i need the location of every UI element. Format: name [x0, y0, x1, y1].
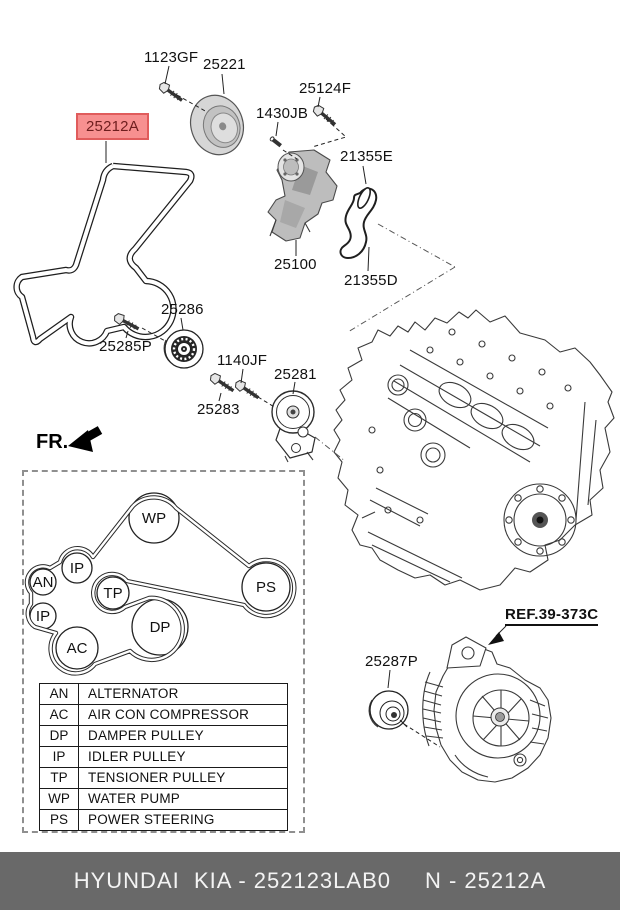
label-leader-lines	[105, 65, 441, 748]
water-pump-drawing[interactable]	[267, 149, 338, 242]
bolt-25124F-icon[interactable]	[309, 101, 341, 131]
legend-name: DAMPER PULLEY	[78, 725, 288, 747]
part-label-25286[interactable]: 25286	[161, 301, 204, 318]
tensioner-drawing[interactable]	[271, 390, 316, 463]
seal-ring-drawing	[357, 187, 371, 209]
legend-code: WP	[39, 788, 79, 810]
routing-code-an: AN	[33, 574, 54, 591]
routing-pulley-ps	[241, 562, 291, 612]
ref-label[interactable]: REF.39-373C	[505, 607, 599, 626]
legend-code: IP	[39, 746, 79, 768]
routing-diagram-box	[22, 470, 305, 833]
legend-name: TENSIONER PULLEY	[78, 767, 288, 789]
routing-code-tp: TP	[103, 585, 122, 602]
part-label-25212A-highlighted[interactable]: 25212A	[76, 113, 149, 140]
ref-arrow-icon	[488, 625, 507, 645]
front-direction-arrow-icon	[68, 426, 103, 452]
idler-pulley-drawing[interactable]	[163, 329, 204, 369]
legend-code: PS	[39, 809, 79, 831]
routing-code-ip1: IP	[70, 560, 84, 577]
table-row: DP DAMPER PULLEY	[39, 725, 288, 747]
legend-code: AC	[39, 704, 79, 726]
table-row: TP TENSIONER PULLEY	[39, 767, 288, 789]
routing-code-wp: WP	[142, 510, 166, 527]
footer-part-number: N - 25212A	[424, 868, 547, 893]
footer-bar: HYUNDAI KIA - 252123LAB0 N - 25212A	[0, 852, 620, 910]
routing-code-dp: DP	[150, 619, 171, 636]
legend-code: TP	[39, 767, 79, 789]
routing-pulley-wp	[128, 492, 180, 544]
legend-name: AIR CON COMPRESSOR	[78, 704, 288, 726]
belt-drawing[interactable]	[13, 162, 195, 347]
part-label-25283[interactable]: 25283	[197, 401, 240, 418]
legend-code: DP	[39, 725, 79, 747]
part-label-25285P[interactable]: 25285P	[99, 338, 152, 355]
legend-name: POWER STEERING	[78, 809, 288, 831]
routing-pulley-ip1	[61, 552, 93, 584]
table-row: AC AIR CON COMPRESSOR	[39, 704, 288, 726]
part-label-25281[interactable]: 25281	[274, 366, 317, 383]
part-label-25100[interactable]: 25100	[274, 256, 317, 273]
assembly-leader-lines	[314, 223, 456, 462]
alternator-drawing[interactable]	[422, 636, 552, 783]
part-label-25287P[interactable]: 25287P	[365, 653, 418, 670]
part-label-1123GF[interactable]: 1123GF	[144, 49, 199, 66]
part-label-1140JF[interactable]: 1140JF	[217, 352, 268, 369]
gasket-drawing[interactable]	[339, 186, 378, 260]
routing-code-ps: PS	[256, 579, 276, 596]
part-label-21355E[interactable]: 21355E	[340, 148, 393, 165]
legend-name: WATER PUMP	[78, 788, 288, 810]
belt-routing-diagram: WP IP AN TP IP AC DP PS	[24, 492, 297, 676]
table-row: IP IDLER PULLEY	[39, 746, 288, 768]
routing-pulley-tp	[96, 576, 130, 610]
engine-block-drawing	[333, 309, 615, 591]
routing-pulley-an	[29, 568, 57, 596]
pin-1430JB-icon[interactable]	[269, 136, 282, 148]
part-label-25221[interactable]: 25221	[203, 56, 246, 73]
bolt-1123GF-icon[interactable]	[155, 78, 187, 107]
pulley-legend-table: AN ALTERNATOR AC AIR CON COMPRESSOR DP D…	[39, 683, 288, 831]
legend-name: IDLER PULLEY	[78, 746, 288, 768]
part-label-21355D[interactable]: 21355D	[344, 272, 398, 289]
routing-code-ip2: IP	[36, 608, 50, 625]
alternator-pulley-drawing[interactable]	[368, 690, 409, 730]
table-row: PS POWER STEERING	[39, 809, 288, 831]
table-row: WP WATER PUMP	[39, 788, 288, 810]
water-pump-pulley-drawing[interactable]	[183, 88, 251, 161]
bolt-1140JF-icon[interactable]	[231, 376, 263, 404]
legend-code: AN	[39, 683, 79, 705]
part-label-1430JB[interactable]: 1430JB	[256, 105, 309, 122]
part-label-25124F[interactable]: 25124F	[299, 80, 352, 97]
routing-pulley-ac	[55, 626, 99, 670]
front-direction-label: FR.	[36, 431, 69, 453]
legend-name: ALTERNATOR	[78, 683, 288, 705]
footer-catalog-code: HYUNDAI KIA - 252123LAB0	[73, 868, 391, 893]
routing-code-ac: AC	[67, 640, 88, 657]
bolt-25283-icon[interactable]	[206, 369, 238, 397]
table-row: AN ALTERNATOR	[39, 683, 288, 705]
